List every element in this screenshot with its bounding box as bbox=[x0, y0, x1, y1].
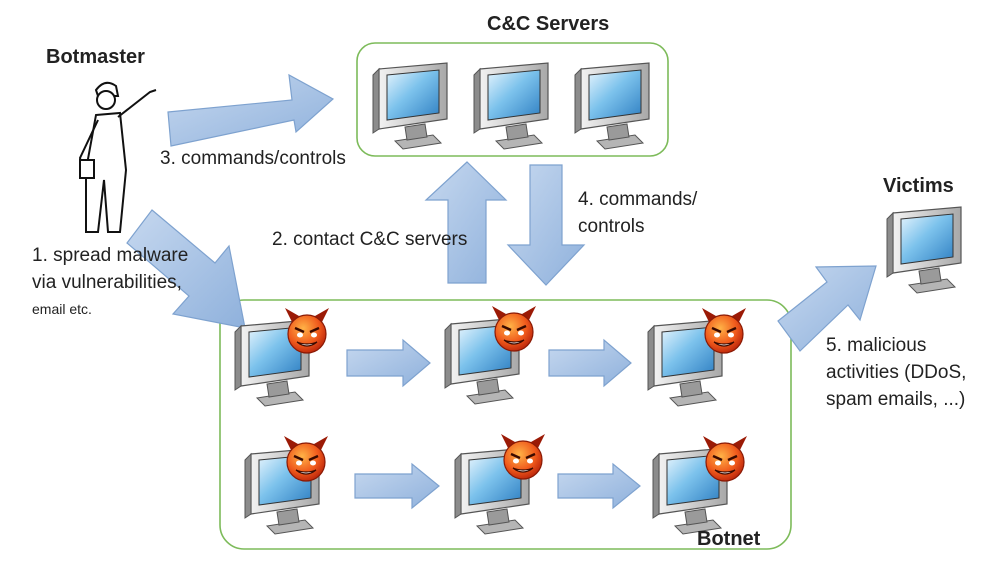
step3-label: 3. commands/controls bbox=[160, 148, 346, 169]
infected-computer-icon bbox=[652, 434, 749, 535]
arrow-botnet-row1-a bbox=[346, 338, 431, 388]
victims-label: Victims bbox=[883, 175, 954, 197]
step1-line2: via vulnerabilities, bbox=[32, 272, 182, 293]
botmaster-figure-icon bbox=[78, 81, 157, 233]
arrow-commands-to-botnet bbox=[506, 164, 586, 286]
cc-server-computer-icon bbox=[372, 62, 448, 150]
arrow-botnet-row2-b bbox=[557, 462, 641, 510]
botmaster-label: Botmaster bbox=[46, 46, 145, 68]
step1-line1: 1. spread malware bbox=[32, 245, 189, 266]
infected-computer-icon bbox=[244, 434, 330, 535]
infected-computer-icon bbox=[444, 304, 538, 405]
arrow-botnet-row2-a bbox=[354, 462, 440, 510]
botnet-container bbox=[219, 299, 792, 550]
step4-line1: 4. commands/ bbox=[578, 189, 698, 210]
step1-line3: email etc. bbox=[32, 301, 92, 317]
arrow-spread-malware bbox=[126, 209, 246, 329]
arrow-botnet-row1-b bbox=[548, 338, 632, 388]
cc-servers-container bbox=[356, 42, 669, 157]
step2-label: 2. contact C&C servers bbox=[272, 229, 468, 250]
infected-computer-icon bbox=[234, 306, 331, 407]
arrow-commands-to-cc bbox=[167, 73, 335, 147]
botnet-label: Botnet bbox=[697, 528, 761, 550]
cc-server-computer-icon bbox=[574, 62, 650, 150]
arrow-contact-cc bbox=[424, 161, 508, 284]
infected-computer-icon bbox=[647, 306, 748, 407]
arrow-malicious-activities bbox=[777, 265, 877, 352]
infected-computer-icon bbox=[454, 432, 547, 535]
cc-servers-label: C&C Servers bbox=[487, 13, 610, 35]
step5-line2: activities (DDoS, bbox=[826, 362, 967, 383]
cc-server-computer-icon bbox=[473, 62, 549, 150]
victim-computer-icon bbox=[886, 206, 962, 294]
step5-line3: spam emails, ...) bbox=[826, 389, 966, 410]
step4-line2: controls bbox=[578, 216, 645, 237]
step5-line1: 5. malicious bbox=[826, 335, 927, 356]
